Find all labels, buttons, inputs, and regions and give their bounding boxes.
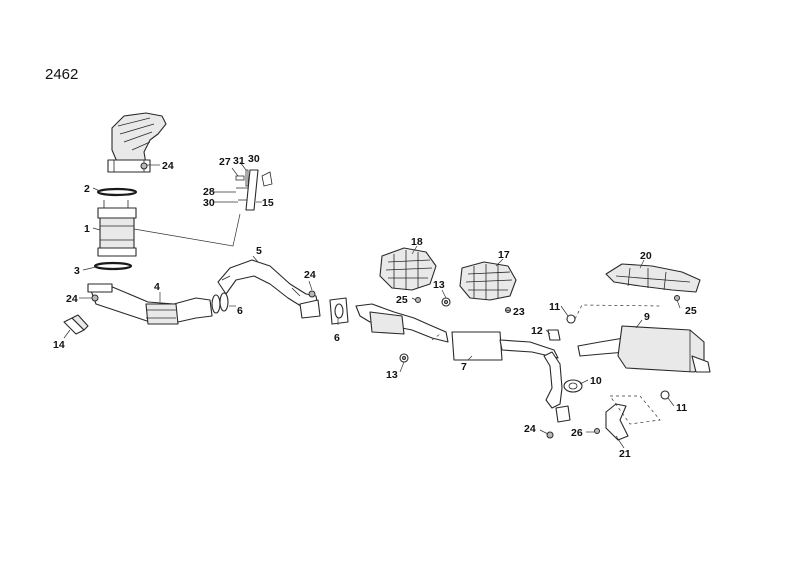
nut-24-intermediate — [308, 290, 316, 298]
bolt-26 — [594, 428, 600, 434]
callout-10: 10 — [590, 375, 602, 387]
flange-lower — [555, 405, 571, 423]
hanger-11-lower — [660, 390, 670, 400]
callout-6-center: 6 — [334, 332, 340, 344]
callout-27: 27 — [219, 156, 231, 168]
callout-13-upper: 13 — [433, 279, 445, 291]
rear-muffler-9 — [577, 325, 711, 373]
clamp-12 — [547, 329, 561, 341]
callout-20: 20 — [640, 250, 652, 262]
callout-30-top: 30 — [248, 153, 260, 165]
callout-12: 12 — [531, 325, 543, 337]
gasket-6-center — [329, 297, 349, 325]
gasket-3 — [93, 261, 133, 271]
rear-connecting-pipe — [543, 351, 563, 409]
callout-4: 4 — [154, 281, 160, 293]
catalytic-converter-1 — [97, 200, 137, 257]
leader-lines — [63, 161, 681, 449]
clip-13-lower — [399, 353, 409, 363]
callout-2: 2 — [84, 183, 90, 195]
hanger-11-upper — [566, 314, 576, 324]
callout-23: 23 — [513, 306, 525, 318]
callout-28: 28 — [203, 186, 215, 198]
heat-shield-17 — [459, 261, 517, 301]
bolt-23 — [505, 307, 511, 313]
callout-9: 9 — [644, 311, 650, 323]
mid-pipe-7 — [355, 303, 559, 361]
clip-13-upper — [441, 297, 451, 307]
callout-7: 7 — [461, 361, 467, 373]
callout-26: 26 — [571, 427, 583, 439]
nut-24-lower — [546, 431, 554, 439]
callout-25-shield-20: 25 — [685, 305, 697, 317]
callout-14: 14 — [53, 339, 65, 351]
callout-24-intermediate: 24 — [304, 269, 316, 281]
page-number: 2462 — [45, 66, 78, 83]
callout-25-shield-18: 25 — [396, 294, 408, 306]
callout-11-upper: 11 — [549, 301, 560, 313]
bracket-assembly — [235, 169, 273, 211]
heat-shield-21 — [605, 395, 661, 441]
heat-shield-18 — [379, 247, 437, 291]
bolt-25-shield-20 — [674, 295, 680, 301]
callout-5: 5 — [256, 245, 262, 257]
callout-17: 17 — [498, 249, 510, 261]
callout-1: 1 — [84, 223, 90, 235]
callout-21: 21 — [619, 448, 631, 460]
callout-3: 3 — [74, 265, 80, 277]
bolt-25-shield-18 — [415, 297, 421, 303]
callout-15: 15 — [262, 197, 274, 209]
callout-labels: 24 2 1 3 24 4 14 5 6 24 6 27 31 30 28 30… — [53, 153, 697, 460]
exhaust-manifold — [107, 112, 167, 173]
callout-24-front-pipe: 24 — [66, 293, 78, 305]
oxygen-sensor-14 — [63, 314, 89, 335]
callout-24-manifold: 24 — [162, 160, 174, 172]
nut-24-front-pipe — [91, 294, 99, 302]
gasket-10 — [563, 379, 583, 393]
callout-18: 18 — [411, 236, 423, 248]
nut-24-manifold — [140, 162, 148, 170]
front-pipe-4 — [87, 283, 213, 325]
callout-13-lower: 13 — [386, 369, 398, 381]
callout-11-lower: 11 — [676, 402, 687, 414]
gasket-6-left — [211, 292, 229, 314]
callout-6-left: 6 — [237, 305, 243, 317]
heat-shield-20 — [605, 263, 701, 293]
callout-24-lower: 24 — [524, 423, 536, 435]
callout-31: 31 — [233, 155, 245, 167]
gasket-2 — [96, 187, 138, 197]
callout-30-bottom: 30 — [203, 197, 215, 209]
